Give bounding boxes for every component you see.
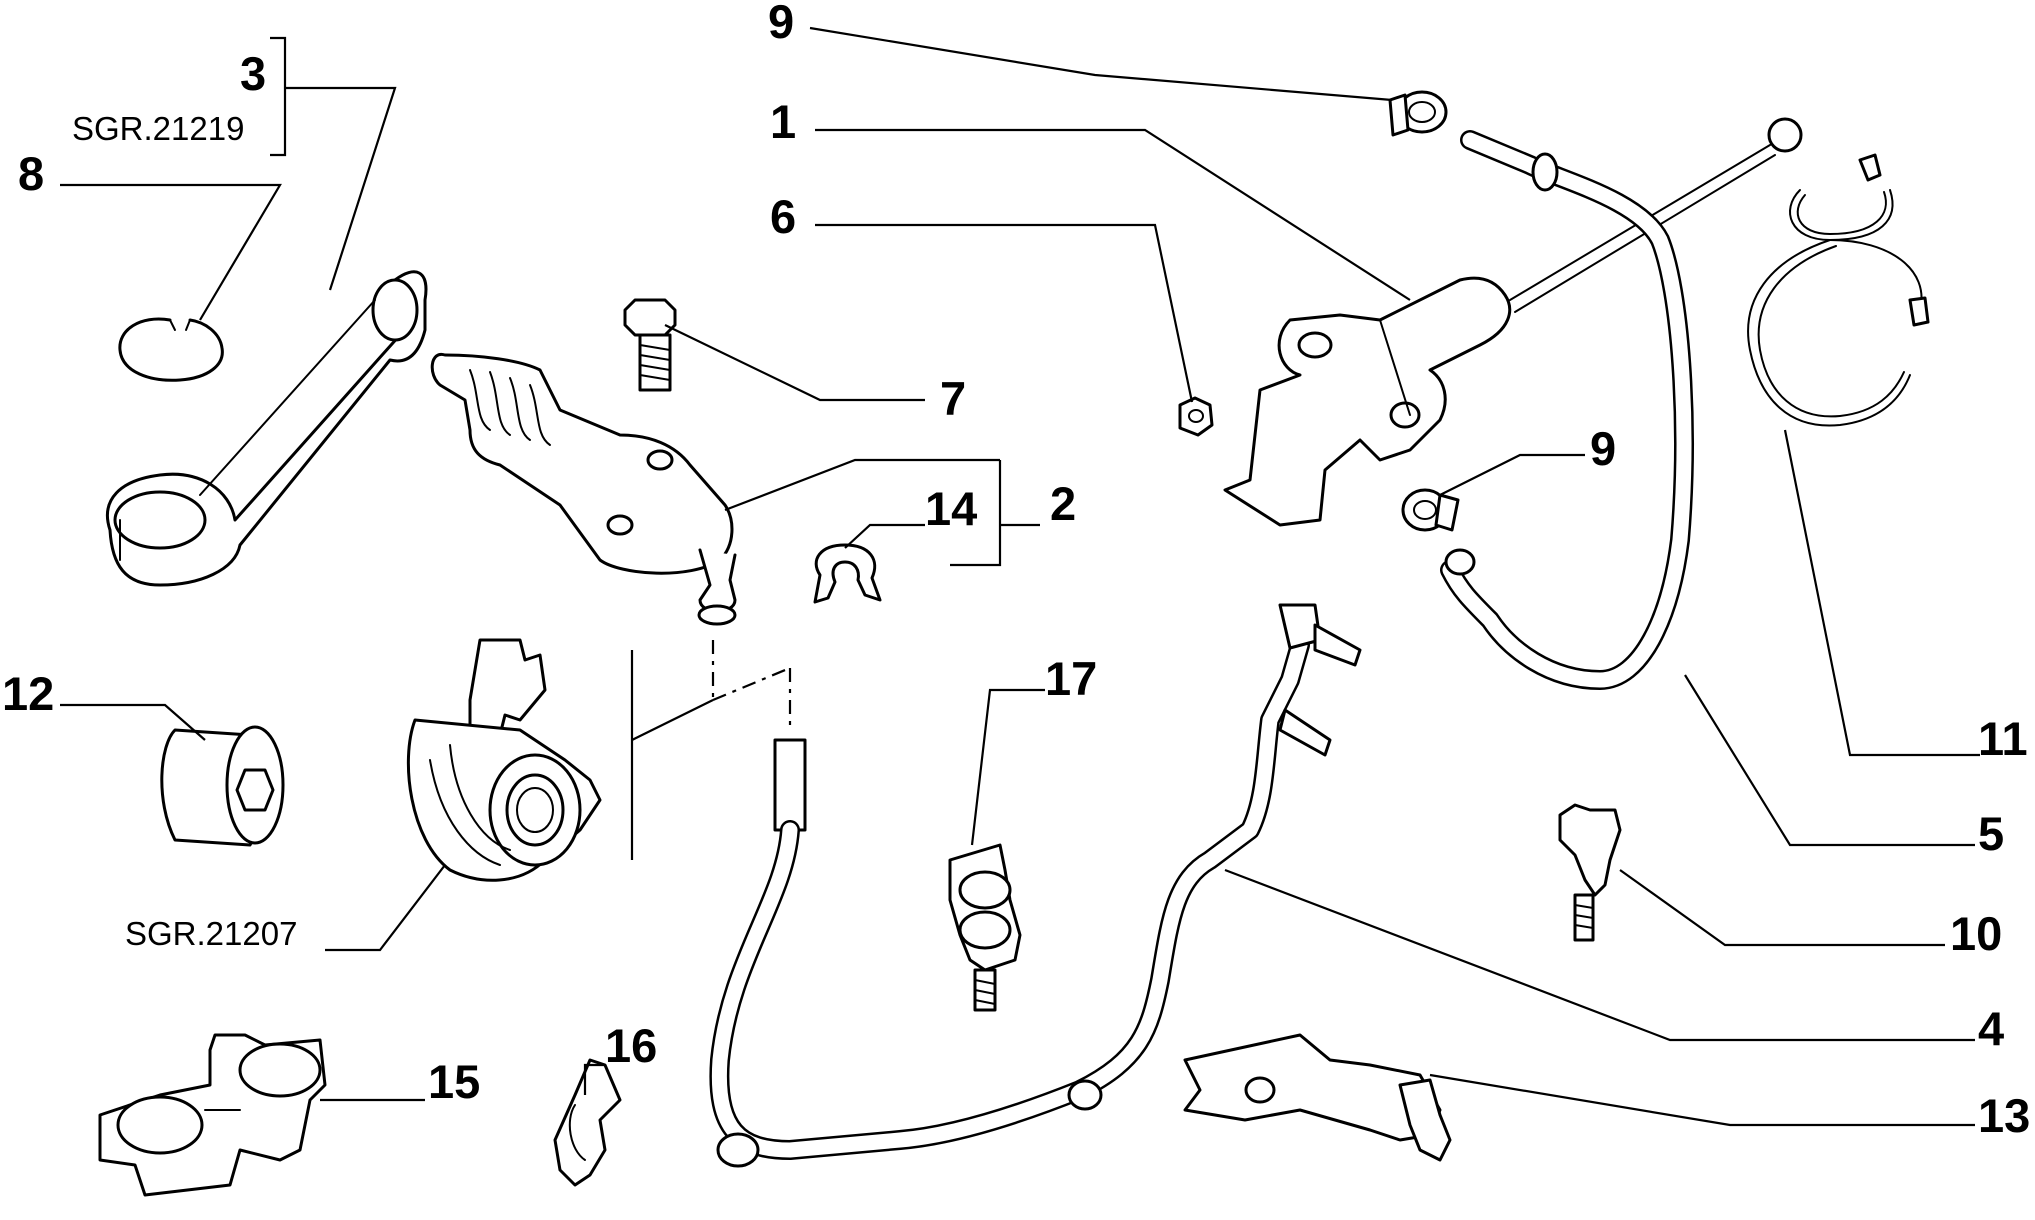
callout-4: 4 (1978, 1002, 2004, 1055)
callout-11: 11 (1978, 712, 2028, 765)
callout-3-ref: SGR.21219 (72, 110, 244, 147)
nut-drawing (1178, 396, 1214, 437)
double-pipe-clip-drawing (98, 1033, 327, 1197)
callout-16: 16 (605, 1019, 657, 1072)
callout-7: 7 (940, 372, 966, 425)
callout-9-top: 9 (768, 0, 794, 48)
callout-17: 17 (1045, 652, 1097, 705)
stud-pipe-clip-drawing (948, 843, 1022, 1012)
pressure-pipe-drawing (709, 603, 1362, 1168)
callout-5: 5 (1978, 807, 2004, 860)
actuator-drawing (430, 352, 737, 626)
single-pipe-clip-drawing (1558, 803, 1622, 942)
callout-labels: 9 1 6 3 SGR.21219 8 7 2 14 9 12 17 11 5 … (2, 0, 2030, 1142)
snap-ring-drawing (118, 317, 224, 382)
pipe-bracket-drawing (1183, 1033, 1452, 1162)
concentric-bearing-drawing (406, 638, 602, 882)
callout-6: 6 (770, 190, 796, 243)
callout-bearing-ref: SGR.21207 (125, 915, 297, 952)
callout-3: 3 (240, 47, 266, 100)
master-cylinder-drawing (1223, 117, 1803, 527)
callout-9-mid: 9 (1590, 422, 1616, 475)
callout-8: 8 (18, 147, 44, 200)
hose-clamp-mid-drawing (1401, 488, 1460, 532)
leader-lines (60, 26, 1980, 1127)
small-pipe-clip-drawing (553, 1058, 622, 1187)
callout-1: 1 (770, 95, 796, 148)
callout-13: 13 (1978, 1089, 2030, 1142)
hose-clamp-top-drawing (1388, 90, 1448, 137)
bushing-drawing (160, 725, 285, 847)
callout-15: 15 (428, 1055, 480, 1108)
release-lever-drawing (105, 270, 428, 587)
feed-hose-drawing (1440, 130, 1694, 690)
callout-2: 2 (1050, 477, 1076, 530)
callout-12: 12 (2, 667, 54, 720)
callout-10: 10 (1950, 907, 2002, 960)
connection-lines (630, 640, 792, 860)
bolt-drawing (623, 298, 677, 392)
callout-14: 14 (925, 482, 977, 535)
retaining-clip-drawing (813, 543, 882, 604)
wire-clamp-drawing (1747, 153, 1930, 427)
